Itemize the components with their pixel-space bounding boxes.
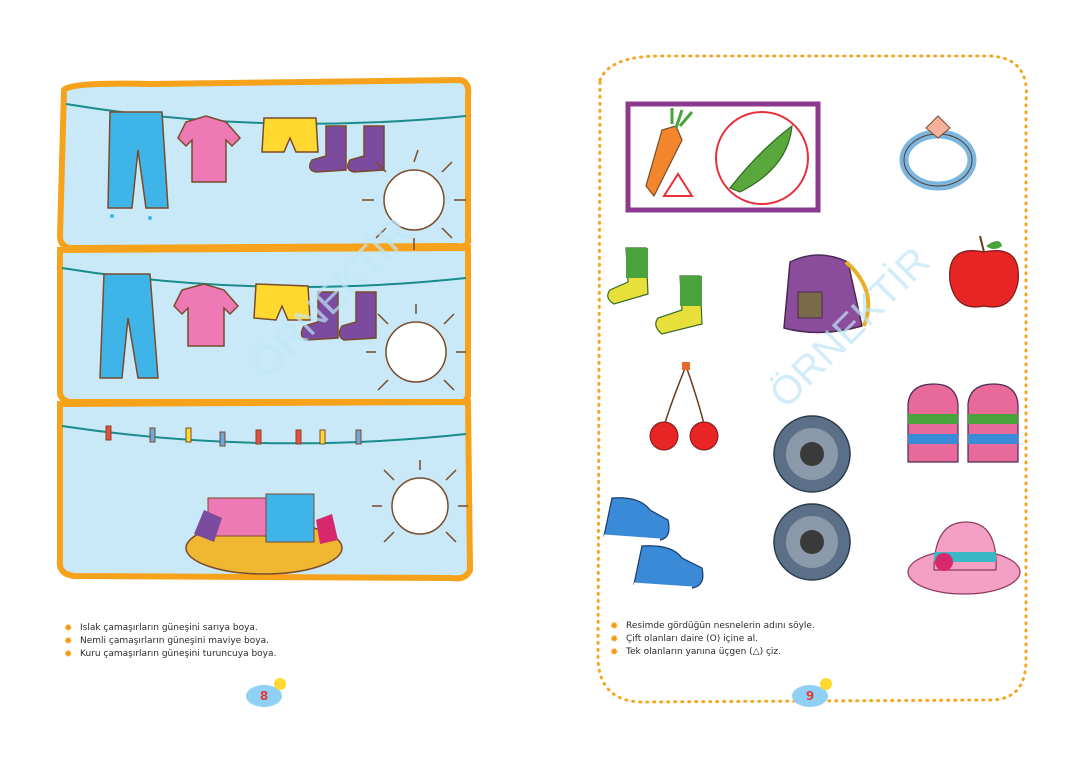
sun-image xyxy=(372,460,468,543)
sun-image xyxy=(362,149,466,250)
star-bullet-icon: ✹ xyxy=(64,649,73,660)
jeans-image xyxy=(107,111,169,220)
disc-image xyxy=(773,503,851,581)
star-bullet-icon: ✹ xyxy=(610,634,619,645)
star-bullet-icon: ✹ xyxy=(64,623,73,634)
page-number: 9 xyxy=(805,689,815,703)
clothesline xyxy=(61,425,467,445)
sneakers-image xyxy=(603,497,704,590)
carrot-image xyxy=(645,125,683,198)
instruction-text: Çift olanları daire (O) içine al. xyxy=(626,634,759,644)
cherries-image xyxy=(649,362,719,451)
sun-image xyxy=(366,304,466,391)
instruction-text: Resimde gördüğün nesnelerin adını söyle. xyxy=(626,621,815,631)
triangle-mark xyxy=(662,172,694,197)
dry-laundry-panel xyxy=(56,398,474,582)
apple-image xyxy=(949,235,1019,308)
instruction-text: Kuru çamaşırların güneşini turuncuya boy… xyxy=(80,649,277,659)
star-bullet-icon: ✹ xyxy=(64,636,73,647)
star-bullet-icon: ✹ xyxy=(610,647,619,658)
yellow-shorts-image xyxy=(261,117,319,153)
carrot-leaves xyxy=(670,108,694,129)
right-instructions: ✹ Resimde gördüğün nesnelerin adını söyle… xyxy=(610,620,815,659)
bean-pods-image xyxy=(729,124,793,193)
left-instructions: ✹ Islak çamaşırların güneşini sarıya boya… xyxy=(64,622,276,661)
page-number-badge-right xyxy=(792,678,832,707)
clothespins xyxy=(105,425,362,447)
instruction-text: Islak çamaşırların güneşini sarıya boya. xyxy=(80,623,258,633)
pink-shirt-image xyxy=(173,283,240,347)
purple-boots-image xyxy=(300,291,377,341)
dotted-page-border xyxy=(596,54,1028,704)
instruction-text: Nemli çamaşırların güneşini maviye boya. xyxy=(80,636,269,646)
circle-mark xyxy=(715,111,809,205)
example-box xyxy=(625,101,821,213)
disc-image xyxy=(773,415,851,493)
page-number: 8 xyxy=(259,689,269,703)
ring-image xyxy=(899,115,977,191)
instruction-text: Tek olanların yanına üçgen (△) çiz. xyxy=(626,647,782,657)
gloves-image xyxy=(907,383,1019,463)
purple-boots-image xyxy=(309,125,385,173)
hat-image xyxy=(907,521,1021,595)
jeans-image xyxy=(99,273,159,379)
laundry-basket-image xyxy=(185,493,343,575)
socks-image xyxy=(607,247,703,335)
yellow-shorts-image xyxy=(253,283,311,321)
page-number-badge-left xyxy=(246,678,286,707)
star-bullet-icon: ✹ xyxy=(610,621,619,632)
backpack-image xyxy=(783,254,871,334)
pink-shirt-image xyxy=(177,115,242,183)
